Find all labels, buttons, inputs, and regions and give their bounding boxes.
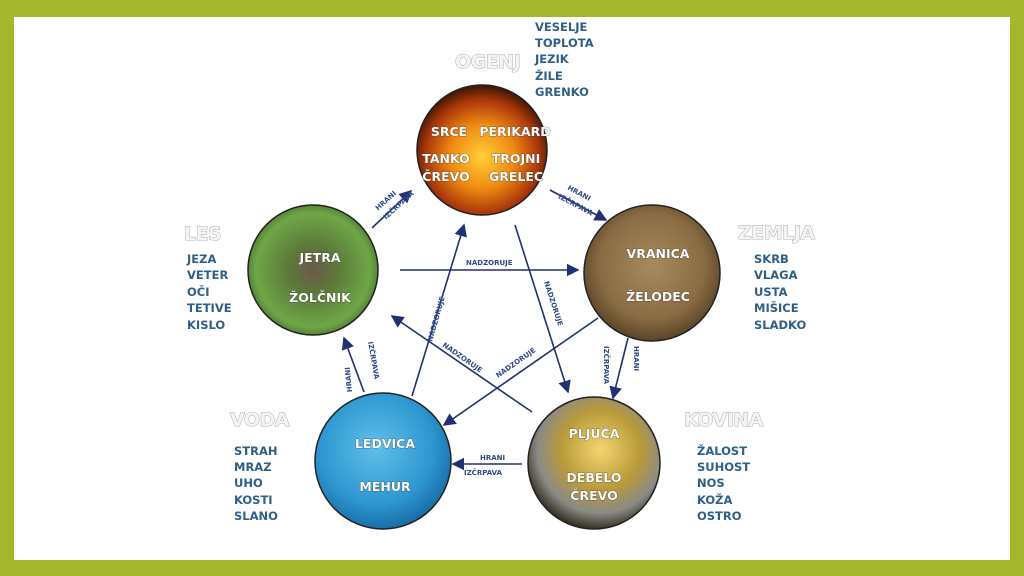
organ-label: ŽELODEC — [626, 289, 690, 304]
element-earth: VRANICA ŽELODEC ZEMLJA SKRB VLAGA USTA M… — [583, 204, 816, 342]
attribute: JEZA — [186, 252, 216, 266]
organ-label: MEHUR — [359, 479, 411, 494]
feeds-label: HRANI — [632, 346, 640, 371]
organ-label: JETRA — [298, 250, 340, 265]
attribute: ŽILE — [535, 68, 563, 83]
feed-arrow-earth-metal: HRANI IZČRPAVA — [602, 337, 640, 400]
attribute: VLAGA — [754, 268, 798, 282]
drains-label: IZČRPAVA — [602, 346, 611, 385]
attribute: MIŠICE — [754, 300, 799, 315]
feed-arrow-water-wood: HRANI IZČRPAVA — [341, 336, 382, 393]
element-wood: JETRA ŽOLČNIK LES JEZA VETER OČI TETIVE … — [184, 204, 379, 336]
attribute: JEZIK — [534, 52, 570, 66]
attribute: USTA — [754, 285, 788, 299]
earth-circle — [583, 204, 721, 342]
control-arrow-water-fire: NADZORUJE — [411, 223, 467, 397]
water-circle — [314, 392, 452, 530]
attribute: KOŽA — [697, 492, 733, 507]
element-title: OGENJ — [455, 51, 520, 73]
attribute: TOPLOTA — [535, 36, 594, 50]
feeds-label: HRANI — [480, 454, 505, 462]
drains-label: IZČRPAVA — [464, 468, 503, 477]
wood-circle — [247, 204, 379, 336]
organ-label: ČREVO — [570, 488, 617, 503]
element-title: ZEMLJA — [738, 222, 815, 244]
control-arrow-fire-metal: NADZORUJE — [514, 224, 571, 394]
attribute: GRENKO — [535, 85, 589, 99]
controls-label: NADZORUJE — [466, 259, 513, 267]
drains-label: IZČRPAVA — [366, 341, 382, 381]
feeds-label: HRANI — [344, 367, 354, 393]
element-metal: PLJUČA DEBELO ČREVO KOVINA ŽALOST SUHOST… — [527, 396, 765, 530]
organ-label: PERIKARD — [479, 124, 550, 139]
organ-label: GRELEC — [489, 169, 543, 184]
element-title: VODA — [230, 409, 290, 431]
organ-label: ŽOLČNIK — [289, 290, 352, 305]
organ-label: ČREVO — [422, 169, 469, 184]
attribute: OSTRO — [697, 509, 742, 523]
attribute: KISLO — [187, 318, 225, 332]
attribute: OČI — [187, 284, 210, 299]
metal-circle — [527, 396, 661, 530]
organ-label: LEDVICA — [355, 436, 415, 451]
attribute: SUHOST — [697, 460, 750, 474]
element-title: KOVINA — [684, 409, 764, 431]
organ-label: TROJNI — [492, 151, 541, 166]
organ-label: VRANICA — [627, 246, 690, 261]
attribute: KOSTI — [234, 493, 273, 507]
element-title: LES — [184, 223, 221, 245]
element-fire: SRCE PERIKARD TANKO ČREVO TROJNI GRELEC … — [416, 20, 594, 216]
organ-label: TANKO — [422, 151, 469, 166]
feed-arrow-metal-water: HRANI IZČRPAVA — [451, 454, 522, 477]
organ-label: DEBELO — [566, 470, 621, 485]
attribute: SKRB — [754, 252, 789, 266]
controls-label: NADZORUJE — [441, 341, 484, 374]
control-arrow-wood-earth: NADZORUJE — [400, 259, 580, 277]
attribute: ŽALOST — [697, 443, 747, 458]
attribute: TETIVE — [187, 301, 232, 315]
organ-label: SRCE — [431, 124, 467, 139]
attribute: VETER — [187, 268, 228, 282]
attribute: UHO — [234, 476, 263, 490]
attribute: STRAH — [234, 444, 278, 458]
controls-label: NADZORUJE — [426, 295, 447, 342]
attribute: SLANO — [234, 509, 278, 523]
attribute: NOS — [697, 476, 725, 490]
organ-label: PLJUČA — [569, 426, 620, 441]
attribute: VESELJE — [535, 20, 588, 34]
element-water: LEDVICA MEHUR VODA STRAH MRAZ UHO KOSTI … — [230, 392, 452, 530]
attribute: SLADKO — [754, 318, 806, 332]
attribute: MRAZ — [234, 460, 272, 474]
fire-circle — [416, 84, 548, 216]
